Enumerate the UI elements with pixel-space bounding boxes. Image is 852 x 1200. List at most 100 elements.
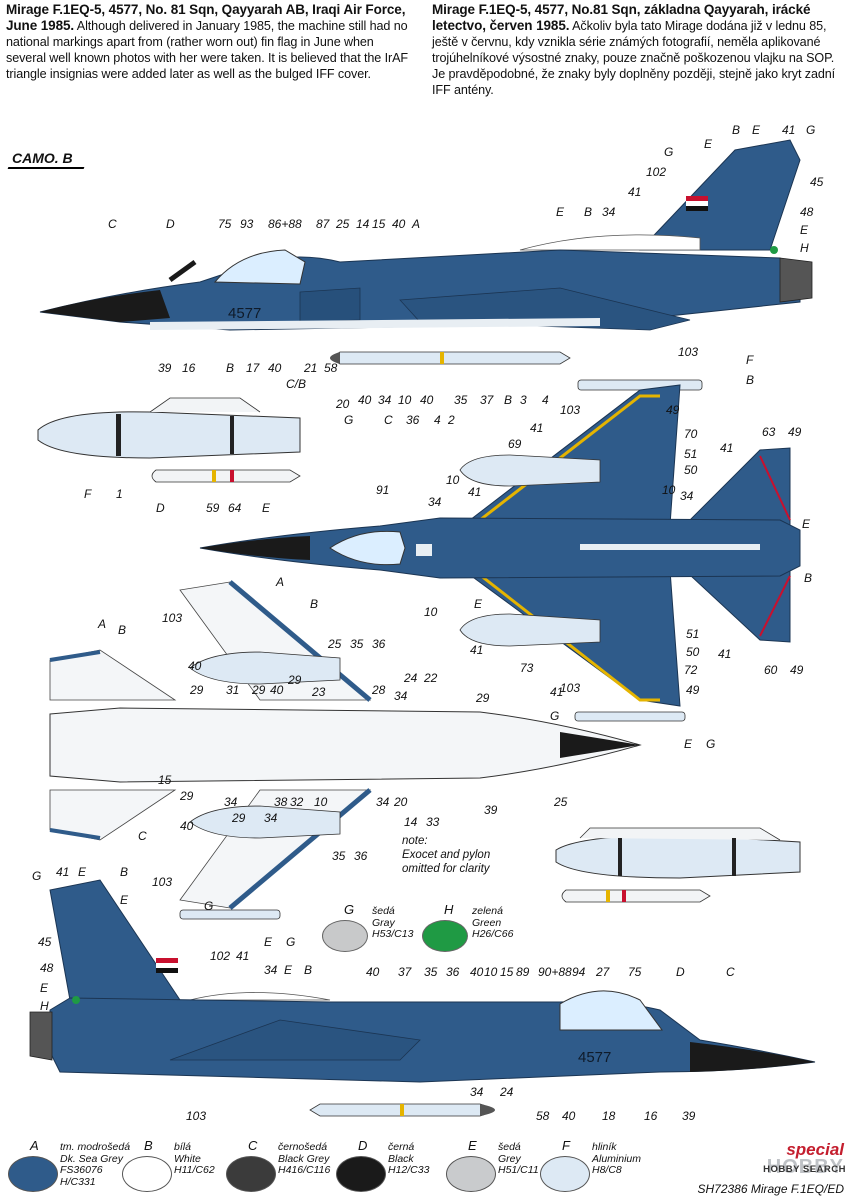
legend-c: C černošedá Black Grey H416/C116 [226,1139,336,1198]
side2-exhaust [29,1011,53,1061]
drop-tank-side [37,397,301,459]
legend-a-code2: H/C331 [60,1175,96,1188]
side1-canopy [213,249,306,285]
callout-side2-4: E [120,893,129,907]
swatch-gray: G šedá Gray H53/C13 [320,902,420,958]
description-czech-body: Ačkoliv byla tato Mirage dodána již v le… [432,19,836,97]
drop-tank-band [116,414,121,456]
callout-top-7: 49 [666,403,680,417]
legend-f-cz: hliník [592,1141,617,1153]
callout-bottom-7: 31 [226,683,239,697]
drop-tank-right-body [555,834,801,879]
callout-side2-31: 34 [470,1085,484,1099]
callout-side1-20: 40 [358,393,372,407]
side2-missile-band [400,1104,404,1116]
callout-bottom-3: A [97,617,106,631]
side1-nose [40,290,170,322]
legend-f-text: hliník Aluminium H8/C8 [592,1141,641,1177]
callout-side1-31: B [504,393,512,407]
callout-bottom-9: 40 [270,683,284,697]
drop-tank-side-right [555,827,801,879]
swatch-gray-letter: G [344,902,355,917]
drop-tank-band2 [230,416,234,454]
tank-strip-pylon [577,379,703,391]
callout-bottom-21: C [138,829,147,843]
swatch-gray-code: H53/C13 [372,928,414,940]
drop-tank-body [37,411,301,459]
bottom-wing-edge-upper [228,580,372,702]
callout-top-11: 10 [662,483,676,497]
swatch-gray-en: Gray [372,916,395,929]
brand-search: HOBBY SEARCH [763,1164,846,1175]
callout-side2-15: B [304,963,312,977]
legend-d-letter: D [358,1138,368,1153]
swatch-green-letter: H [444,902,454,917]
callout-top-0: 91 [376,483,389,497]
top-fuselage [199,517,801,579]
swatch-green-cz: zelená [472,905,503,917]
callout-bottom-2: 103 [162,611,182,625]
callout-side2-35: 18 [602,1109,616,1123]
side1-intake [299,287,361,323]
callout-side1-4: 86+88 [268,217,302,231]
callout-side1-10: A [411,217,420,231]
callout-side2-24: 90+88 [538,965,572,979]
callout-bottom-17: 28 [371,683,386,697]
drop-tank-right-band [618,838,622,876]
side1-exhaust [779,257,813,303]
callout-top-19: E [474,597,483,611]
callout-top-10: 50 [684,463,698,477]
callout-top-27: 49 [686,683,700,697]
legend-a: A tm. modrošedá Dk. Sea Grey FS36076 H/C… [8,1139,130,1198]
callout-top-31: G [550,709,559,723]
callout-bottom-23: 40 [180,819,194,833]
callout-top-22: 41 [550,685,563,699]
top-stab-edge-lower [759,575,791,637]
small-missile-band-yellow [212,470,216,482]
callout-top-33: G [706,737,715,751]
callout-side2-16: 40 [366,965,380,979]
callout-side1-24: 36 [406,413,420,427]
callout-side2-25: 94 [572,965,586,979]
bottom-stab-edge-lower [49,828,101,840]
callout-bottom-34: 39 [484,803,498,817]
legend-d-code: H12/C33 [388,1164,430,1176]
callout-side2-8: 48 [40,961,54,975]
legend-b-cz: bílá [174,1141,191,1153]
side2-flag-red [156,958,178,963]
callout-side2-11: 102 [210,949,230,963]
callout-top-4: 69 [508,437,522,451]
callout-side1-33: 4 [542,393,549,407]
callout-bottom-13: 36 [372,637,386,651]
side1-underside [150,318,600,330]
description-czech-title: Mirage F.1EQ-5, 4577, No.81 Sqn, základn… [432,2,811,33]
callout-top-8: 70 [684,427,698,441]
legend-a-cz: tm. modrošedá [60,1141,131,1153]
callout-tank-1: 1 [116,487,123,501]
callout-side1-48: H [800,241,809,255]
callout-side1-11: 39 [158,361,172,375]
callout-top-29: 60 [764,663,778,677]
small-missile-right [561,889,711,903]
description-english-title: Mirage F.1EQ-5, 4577, No. 81 Sqn, Qayyar… [6,2,406,33]
legend-c-text: černošedá Black Grey H416/C116 [278,1141,330,1177]
callout-side1-28: 35 [454,393,468,407]
callout-side1-39: G [664,145,673,159]
callout-side2-9: E [40,981,49,995]
callout-bottom-16: 23 [311,685,326,699]
callout-side1-22: 10 [398,393,412,407]
callout-side1-45: 45 [810,175,824,189]
callout-top-16: E [802,517,811,531]
legend-c-cz: černošedá [278,1141,328,1153]
top-insignia-square [416,544,432,556]
top-wingtip-rail [574,711,686,722]
legend-a-en: Dk. Sea Grey [60,1152,124,1165]
callout-top-25: 50 [686,645,700,659]
side-view-left: 4577 [39,139,813,331]
callout-bottom-11: 25 [327,637,342,651]
callout-side1-17: 58 [324,361,338,375]
side1-spine [519,234,701,251]
callout-side2-5: 103 [152,875,172,889]
